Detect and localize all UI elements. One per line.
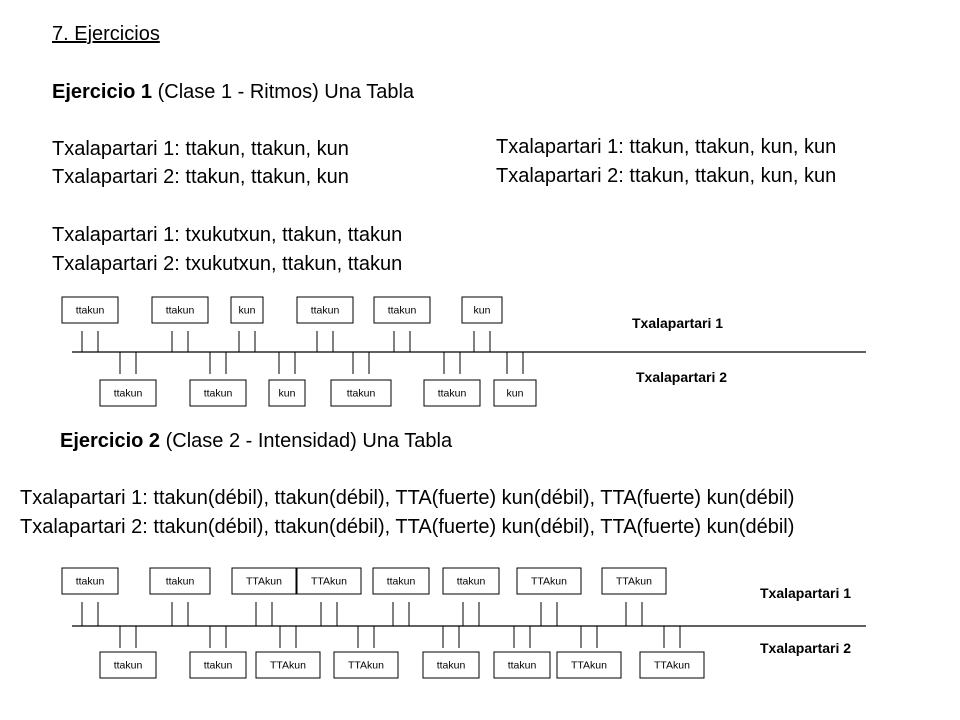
player1-box — [601, 567, 667, 595]
player2-box-label: TTAkun — [348, 660, 384, 672]
player1-box-label: TTAkun — [616, 576, 652, 588]
player1-box — [149, 567, 211, 595]
player2-box-label: ttakun — [204, 660, 233, 672]
player2-box-label: ttakun — [114, 660, 143, 672]
player1-box-label: ttakun — [166, 576, 195, 588]
exercise-2-line: Txalapartari 2: ttakun(débil), ttakun(dé… — [20, 516, 795, 538]
player2-box — [189, 651, 247, 679]
player1-box — [296, 296, 354, 324]
player2-box — [99, 379, 157, 407]
player2-box — [639, 651, 705, 679]
player1-box-label: kun — [474, 305, 491, 317]
exercise-1-line: Txalapartari 2: ttakun, ttakun, kun — [52, 166, 349, 188]
player1-box — [231, 567, 297, 595]
player2-box-label: kun — [279, 388, 296, 400]
player1-box-label: ttakun — [76, 576, 105, 588]
player1-box — [372, 567, 430, 595]
player2-box-label: ttakun — [114, 388, 143, 400]
player2-box-label: ttakun — [347, 388, 376, 400]
exercise-1-title: Ejercicio 1 (Clase 1 - Ritmos) Una Tabla — [52, 80, 414, 104]
player1-box-label: ttakun — [387, 576, 416, 588]
exercise-1-line: Txalapartari 1: txukutxun, ttakun, ttaku… — [52, 224, 403, 246]
player2-box — [422, 651, 480, 679]
player1-box-label: TTAkun — [246, 576, 282, 588]
player1-box-label: TTAkun — [531, 576, 567, 588]
section-title: 7. Ejercicios — [52, 23, 160, 45]
player1-box-label: ttakun — [166, 305, 195, 317]
exercise-1-line: Txalapartari 2: txukutxun, ttakun, ttaku… — [52, 253, 403, 275]
player2-box — [423, 379, 481, 407]
player2-box — [189, 379, 247, 407]
player2-box — [330, 379, 392, 407]
player2-box — [493, 379, 537, 407]
player2-box-label: TTAkun — [270, 660, 306, 672]
player2-box-label: kun — [507, 388, 524, 400]
player1-box — [373, 296, 431, 324]
player1-box-label: TTAkun — [311, 576, 347, 588]
player2-box-label: TTAkun — [654, 660, 690, 672]
player2-box-label: ttakun — [438, 388, 467, 400]
player1-box — [151, 296, 209, 324]
exercise-1-title-rest: (Clase 1 - Ritmos) Una Tabla — [152, 81, 415, 103]
rhythm-diagram-1: ttakun ttakun kun ttakun ttakun kun ttakun ttak… — [61, 296, 866, 407]
exercise-1-line: Txalapartari 2: ttakun, ttakun, kun, kun — [496, 165, 837, 187]
player2-box-label: TTAkun — [571, 660, 607, 672]
exercise-1-line: Txalapartari 1: ttakun, ttakun, kun — [52, 138, 349, 160]
player1-box — [230, 296, 264, 324]
exercise-2-line: Txalapartari 1: ttakun(débil), ttakun(dé… — [20, 487, 795, 509]
player1-box — [61, 567, 119, 595]
player2-box-label: ttakun — [437, 660, 466, 672]
player2-box — [333, 651, 399, 679]
player2-box — [99, 651, 157, 679]
player1-box-label: ttakun — [388, 305, 417, 317]
player1-box — [516, 567, 582, 595]
player2-box — [556, 651, 622, 679]
player1-box-label: ttakun — [457, 576, 486, 588]
player1-box — [61, 296, 119, 324]
player1-box — [461, 296, 503, 324]
player2-box-label: ttakun — [204, 388, 233, 400]
player1-box — [442, 567, 500, 595]
exercise-2-title-bold: Ejercicio 2 — [60, 430, 161, 452]
player2-label: Txalapartari 2 — [760, 640, 851, 656]
player1-label: Txalapartari 1 — [632, 315, 723, 331]
player1-label: Txalapartari 1 — [760, 585, 851, 601]
player2-box-label: ttakun — [508, 660, 537, 672]
exercise-2-title: Ejercicio 2 (Clase 2 - Intensidad) Una T… — [60, 429, 452, 453]
exercise-1-title-bold: Ejercicio 1 — [52, 81, 153, 103]
player2-label: Txalapartari 2 — [636, 369, 727, 385]
player2-box — [255, 651, 321, 679]
exercise-2-title-rest: (Clase 2 - Intensidad) Una Tabla — [160, 430, 453, 452]
player2-box — [493, 651, 551, 679]
player1-box-label: ttakun — [76, 305, 105, 317]
player2-box — [268, 379, 306, 407]
player1-box — [296, 567, 362, 595]
player1-box-label: kun — [239, 305, 256, 317]
exercise-1-line: Txalapartari 1: ttakun, ttakun, kun, kun — [496, 136, 837, 158]
player1-box-label: ttakun — [311, 305, 340, 317]
